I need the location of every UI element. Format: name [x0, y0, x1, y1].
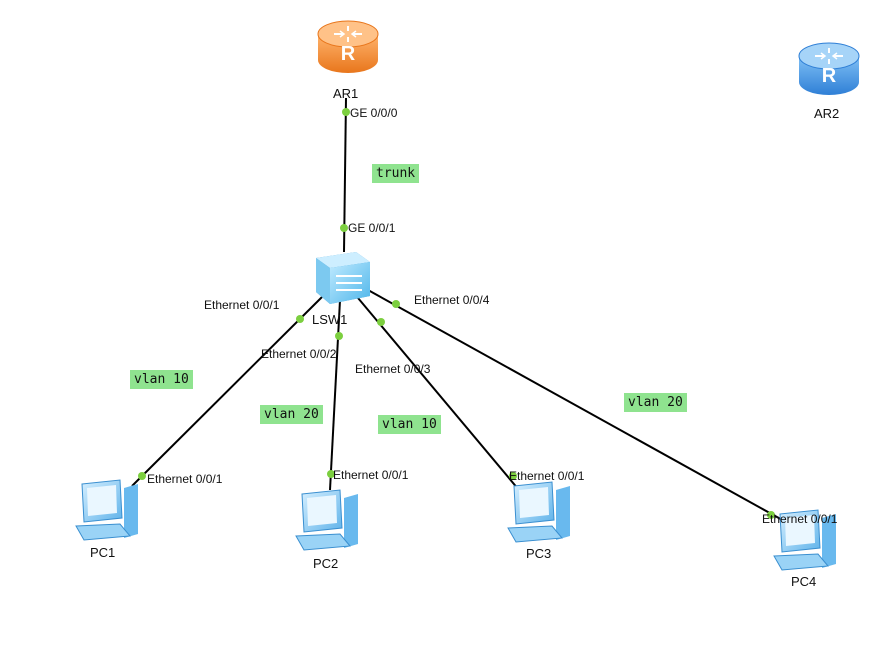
- switch-lsw1[interactable]: [316, 252, 370, 304]
- port-dot-lsw1-e4: [392, 300, 400, 308]
- port-dot-lsw1-e2: [335, 332, 343, 340]
- pc-icon: [295, 489, 358, 551]
- port-dot-pc4: [767, 511, 775, 519]
- port-label-lsw1-e4: Ethernet 0/0/4: [414, 293, 490, 307]
- port-dot-lsw1-e3: [377, 318, 385, 326]
- device-label-pc1: PC1: [90, 545, 116, 560]
- pc-pc2[interactable]: [295, 489, 358, 551]
- port-label-pc2: Ethernet 0/0/1: [333, 468, 409, 482]
- router-ar2[interactable]: R: [798, 42, 860, 95]
- device-label-lsw1: LSW1: [312, 312, 348, 327]
- note-vlan-pc3[interactable]: vlan 10: [378, 415, 441, 434]
- link-lsw1-pc2[interactable]: [329, 299, 341, 491]
- svg-text:R: R: [822, 65, 837, 87]
- port-dot-ar1-ge: [342, 108, 350, 116]
- pc-pc1[interactable]: [75, 479, 138, 541]
- links: [131, 97, 787, 523]
- pc-icon: [773, 509, 836, 571]
- pc-icon: [75, 479, 138, 541]
- router-icon: R: [317, 20, 379, 73]
- port-dots: [138, 108, 775, 519]
- pc-pc4[interactable]: [773, 509, 836, 571]
- link-lsw1-pc3[interactable]: [357, 297, 525, 497]
- device-label-ar2: AR2: [814, 106, 840, 121]
- pc-pc3[interactable]: [507, 481, 570, 543]
- port-label-lsw1-e3: Ethernet 0/0/3: [355, 362, 431, 376]
- port-dot-lsw1-ge: [340, 224, 348, 232]
- device-label-pc4: PC4: [791, 574, 817, 589]
- note-vlan-pc2[interactable]: vlan 20: [260, 405, 323, 424]
- port-label-lsw1-ge: GE 0/0/1: [348, 221, 396, 235]
- port-label-pc3: Ethernet 0/0/1: [509, 469, 585, 483]
- port-dot-pc2: [327, 470, 335, 478]
- port-dot-lsw1-e1: [296, 315, 304, 323]
- device-label-pc3: PC3: [526, 546, 552, 561]
- port-dot-pc3: [509, 472, 517, 480]
- router-icon: R: [798, 42, 860, 95]
- switch-icon: [316, 252, 370, 304]
- port-label-lsw1-e2: Ethernet 0/0/2: [261, 347, 337, 361]
- port-label-ar1-ge: GE 0/0/0: [350, 106, 398, 120]
- router-ar1[interactable]: R: [317, 20, 379, 73]
- device-label-ar1: AR1: [333, 86, 359, 101]
- port-label-pc4: Ethernet 0/0/1: [762, 512, 838, 526]
- note-vlan-pc4[interactable]: vlan 20: [624, 393, 687, 412]
- link-lsw1-pc1[interactable]: [131, 296, 323, 487]
- svg-text:R: R: [341, 43, 356, 65]
- link-lsw1-pc4[interactable]: [367, 289, 787, 523]
- port-label-pc1: Ethernet 0/0/1: [147, 472, 223, 486]
- device-label-pc2: PC2: [313, 556, 339, 571]
- pc-icon: [507, 481, 570, 543]
- note-vlan-pc1[interactable]: vlan 10: [130, 370, 193, 389]
- port-label-lsw1-e1: Ethernet 0/0/1: [204, 298, 280, 312]
- note-trunk[interactable]: trunk: [372, 164, 420, 183]
- port-dot-pc1: [138, 472, 146, 480]
